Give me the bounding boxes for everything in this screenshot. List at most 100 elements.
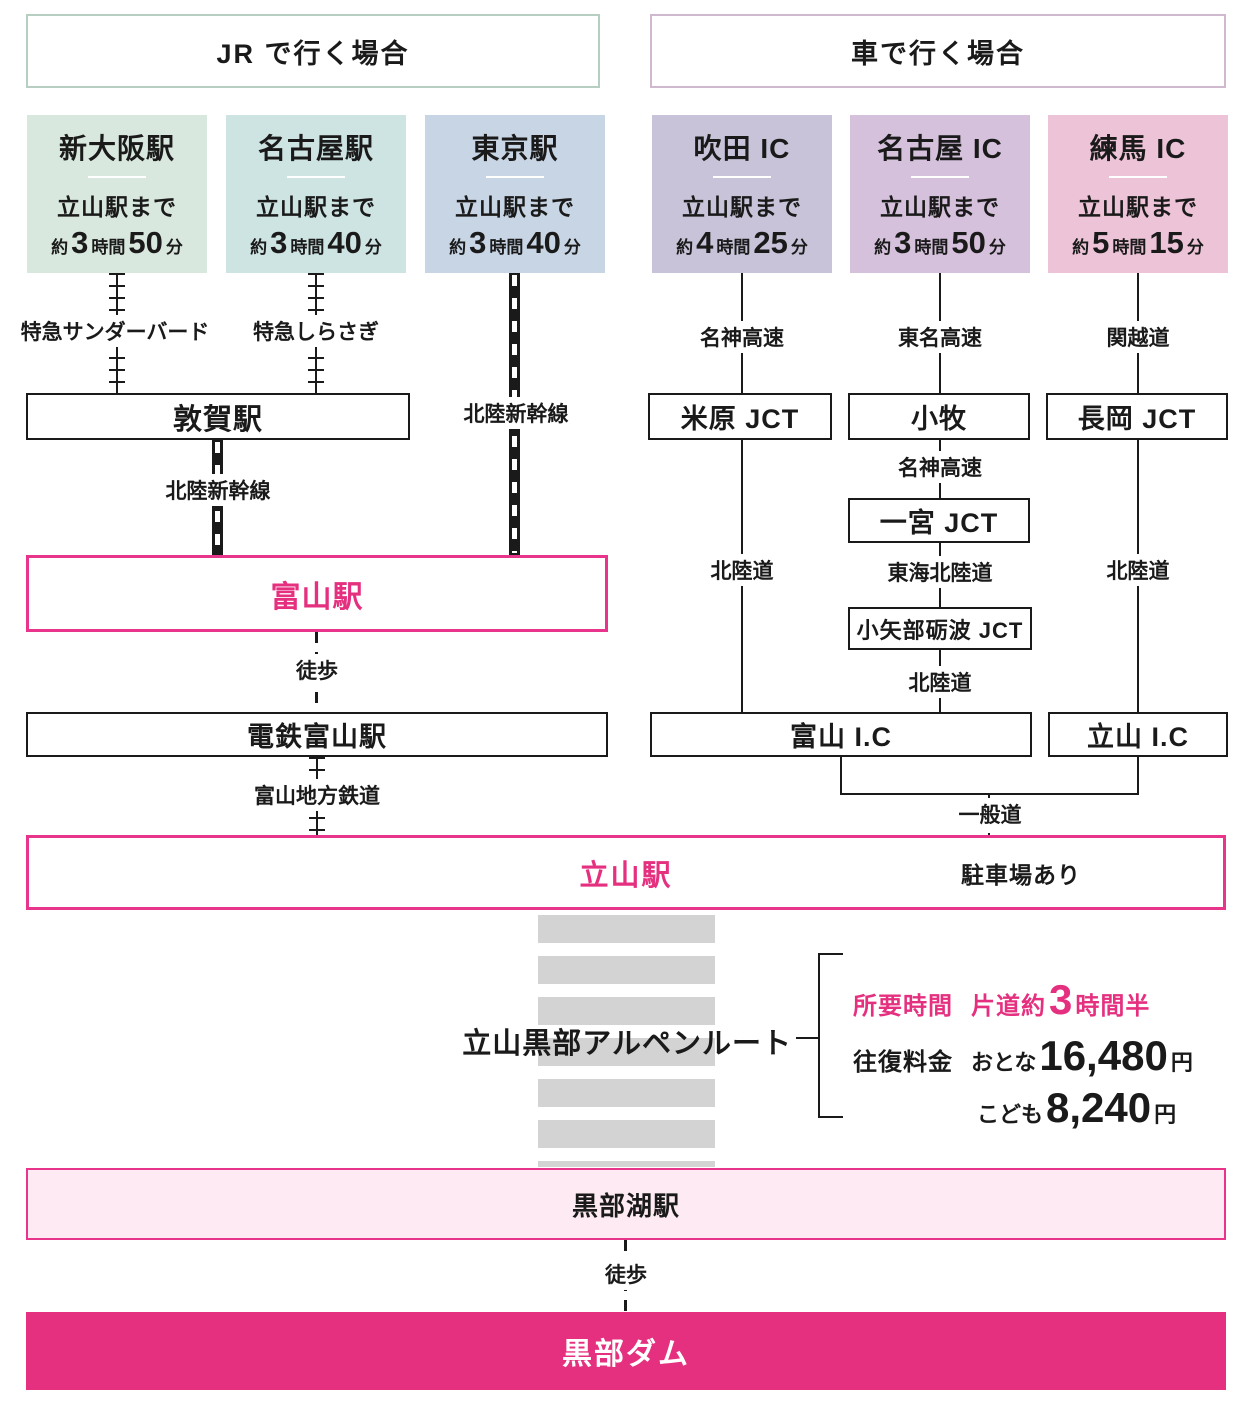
station-tateyama-name: 立山駅 [579, 859, 673, 892]
time-part: 分 [1186, 238, 1204, 257]
time-part: 50 [951, 225, 986, 260]
station-tateyama: 立山駅 駐車場あり [26, 835, 1226, 910]
station-toyama: 富山駅 [26, 555, 608, 632]
label-hokuriku-mid: 北陸道 [901, 666, 979, 698]
station-dentetsu-toyama: 電鉄富山駅 [26, 712, 608, 757]
fare-adult-unit: 円 [1170, 1050, 1193, 1075]
car-section-header: 車で行く場合 [650, 14, 1226, 88]
time-part: 時間 [716, 238, 751, 257]
origin-destination: 立山駅まで [455, 194, 575, 220]
alpen-route-label: 立山黒部アルペンルート [462, 1028, 792, 1060]
jr-section-header: JR で行く場合 [26, 14, 600, 88]
time-part: 3 [469, 225, 487, 260]
fare-time-value: 3 [1049, 976, 1073, 1023]
origin-destination: 立山駅まで [880, 194, 1000, 220]
bracket-top-arm [818, 953, 843, 955]
origin-divider [713, 176, 771, 178]
junction-komaki: 小牧 [848, 393, 1030, 440]
label-kanetsu: 関越道 [1099, 321, 1177, 353]
fare-time-label: 所要時間 [853, 993, 953, 1020]
fare-child-value: 8,240 [1046, 1084, 1152, 1131]
origin-divider [287, 176, 345, 178]
fare-roundtrip-label: 往復料金 [853, 1049, 953, 1076]
fare-time-prefix: 片道約 [971, 993, 1046, 1020]
fare-child-unit: 円 [1154, 1102, 1177, 1127]
time-part: 時間 [489, 238, 524, 257]
road-line-tateyama-ic-down [1137, 757, 1139, 793]
bracket-connector [796, 1037, 818, 1039]
label-shinkansen-tokyo: 北陸新幹線 [456, 397, 576, 429]
origin-divider [486, 176, 544, 178]
label-meishin2: 名神高速 [891, 451, 989, 483]
time-part: 5 [1092, 225, 1110, 260]
interchange-tateyama: 立山 I.C [1048, 712, 1228, 757]
time-part: 分 [988, 238, 1006, 257]
origin-name: 練馬 IC [1089, 133, 1187, 164]
time-part: 分 [165, 238, 183, 257]
fare-time-suffix: 時間半 [1075, 993, 1151, 1020]
label-shinkansen-tsuruga: 北陸新幹線 [158, 474, 278, 506]
label-hokuriku-left: 北陸道 [703, 554, 781, 586]
time-part: 3 [270, 225, 288, 260]
fare-time-row: 所要時間 片道約 3 時間半 [853, 976, 1193, 1024]
time-part: 40 [327, 225, 362, 260]
origin-destination: 立山駅まで [256, 194, 376, 220]
origin-divider [88, 176, 146, 178]
fare-child-label: こども [977, 1102, 1044, 1127]
fare-child-row: こども 8,240 円 [977, 1084, 1193, 1132]
time-part: 約 [676, 238, 694, 257]
fare-adult-label: おとな [971, 1050, 1037, 1075]
time-part: 分 [563, 238, 581, 257]
alpen-route-ladder [538, 915, 715, 1167]
time-part: 3 [71, 225, 89, 260]
junction-nagaoka: 長岡 JCT [1046, 393, 1228, 440]
time-part: 分 [364, 238, 382, 257]
origin-destination: 立山駅まで [682, 194, 802, 220]
destination-kurobe-dam: 黒部ダム [26, 1312, 1226, 1390]
origin-name: 東京駅 [471, 133, 559, 164]
time-part: 時間 [914, 238, 949, 257]
label-tokai-hokuriku: 東海北陸道 [880, 556, 1000, 588]
label-ippan: 一般道 [951, 798, 1029, 830]
fare-adult-value: 16,480 [1039, 1032, 1168, 1079]
origin-divider [1109, 176, 1167, 178]
label-thunderbird: 特急サンダーバード [13, 315, 217, 347]
time-part: 時間 [1112, 238, 1147, 257]
origin-name: 名古屋 IC [877, 133, 1003, 164]
label-walk-kurobe: 徒歩 [598, 1258, 654, 1290]
time-part: 4 [696, 225, 714, 260]
label-hokuriku-right: 北陸道 [1099, 554, 1177, 586]
junction-maibara: 米原 JCT [648, 393, 832, 440]
origin-name: 名古屋駅 [257, 133, 374, 164]
time-part: 約 [250, 238, 268, 257]
junction-ichinomiya: 一宮 JCT [848, 498, 1030, 543]
time-part: 40 [526, 225, 561, 260]
junction-oyabe-tonami: 小矢部砺波 JCT [848, 607, 1032, 650]
time-part: 分 [790, 238, 808, 257]
origin-name: 新大阪駅 [58, 133, 175, 164]
time-part: 約 [1072, 238, 1090, 257]
label-walk-toyama: 徒歩 [289, 654, 345, 686]
time-part: 15 [1149, 225, 1184, 260]
interchange-toyama: 富山 I.C [650, 712, 1032, 757]
parking-note: 駐車場あり [961, 861, 1081, 888]
time-part: 約 [874, 238, 892, 257]
time-part: 時間 [91, 238, 126, 257]
origin-name: 吹田 IC [693, 133, 791, 164]
origin-divider [911, 176, 969, 178]
fare-adult-row: 往復料金 おとな 16,480 円 [853, 1032, 1193, 1080]
alpen-fare-info: 所要時間 片道約 3 時間半 往復料金 おとな 16,480 円 こども 8,2… [853, 976, 1193, 1132]
time-part: 3 [894, 225, 912, 260]
